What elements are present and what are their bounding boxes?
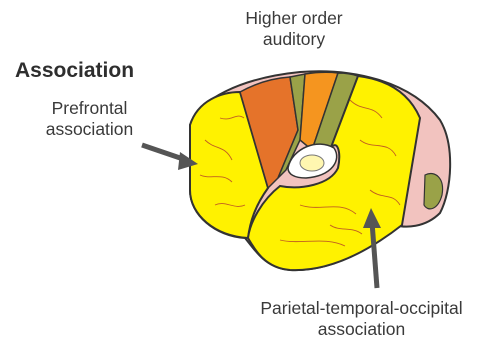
insula-inner (300, 155, 324, 171)
